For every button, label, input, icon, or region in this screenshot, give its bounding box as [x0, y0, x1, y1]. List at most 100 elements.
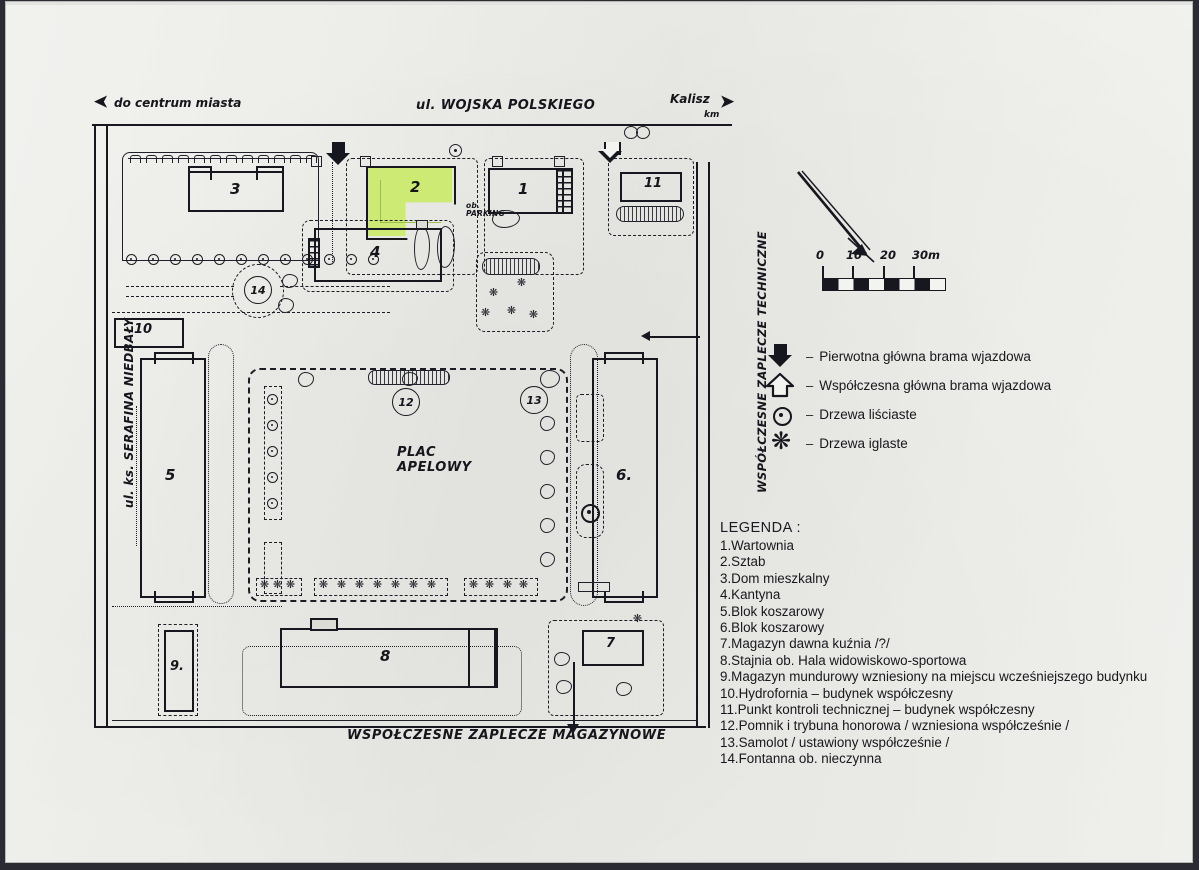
legend-item-14: 14.Fontanna ob. nieczynna: [720, 751, 882, 767]
pointer-line-right: [648, 336, 700, 338]
building-5-plot: [208, 344, 234, 604]
scale-tick-mark: [852, 266, 854, 283]
coniferous-tree-icon: ❋: [318, 579, 329, 591]
building-3-wing-right: [256, 166, 284, 180]
building-9-number: 9.: [170, 659, 184, 674]
coniferous-tree-icon: ❋: [502, 579, 513, 591]
building-1-number: 1: [518, 180, 529, 198]
legend-item-11: 11.Punkt kontroli technicznej – budynek …: [720, 702, 1035, 718]
shrub-icon: [554, 652, 570, 666]
legend-item-8: 8.Stajnia ob. Hala widowiskowo-sportowa: [720, 652, 967, 668]
legend-item-1: 1.Wartownia: [720, 538, 794, 553]
plaza-south-plot-center: [314, 578, 448, 596]
legend-item-5: 5.Blok koszarowy: [720, 603, 825, 619]
building-4-plot: [302, 220, 454, 292]
symbol-dash: –: [806, 407, 814, 422]
road-dotted-vertical-main: [332, 162, 334, 262]
building-6-plot: [570, 344, 598, 606]
coniferous-tree-icon: ❋: [480, 307, 491, 319]
building-2-courtyard-line: [380, 180, 441, 223]
road-dashed-boundary-lower: [112, 312, 390, 314]
tree-pair-icon: [636, 126, 650, 139]
plot-2-boundary: [346, 158, 478, 275]
legend-item-3: 3.Dom mieszkalny: [720, 570, 830, 586]
building-6-tree-marker-icon: [581, 504, 600, 523]
shrub-icon: [492, 210, 520, 228]
legend-title: LEGENDA :: [720, 520, 802, 536]
coniferous-tree-icon: ❋: [259, 579, 270, 591]
south-band-boundary: [112, 606, 282, 608]
building-6-bottom-annex: [578, 582, 610, 592]
building-8: [280, 628, 496, 688]
building-10: [114, 318, 184, 348]
label-parking-line2: PARKING: [466, 208, 505, 218]
roundabout-boundary: [232, 264, 284, 318]
pointer-line-bottom: [573, 662, 575, 728]
arrow-right-icon: ➤: [720, 92, 735, 111]
building-2-number: 2: [410, 178, 421, 196]
gate-post-right: [360, 156, 371, 167]
building-1-annex: [556, 168, 573, 214]
building-8-number: 8: [380, 647, 391, 665]
street-left-line-outer: [94, 124, 96, 728]
plaza-south-plot-left: [256, 578, 302, 596]
symbol-dash: –: [806, 378, 814, 393]
shrub-icon: [298, 372, 314, 387]
conifer-grove-plot: [476, 252, 554, 332]
building-7: [582, 630, 644, 666]
building-6-risalit-bottom: [604, 591, 644, 603]
symbol-label-deciduous: Drzewa liściaste: [819, 407, 917, 422]
label-zaplecze-magazynowe: WSPÓŁCZESNE ZAPLECZE MAGAZYNOWE: [347, 728, 667, 743]
coniferous-tree-icon: ❋: [506, 305, 517, 317]
deciduous-tree-icon: [764, 402, 806, 428]
coniferous-tree-icon: ❋: [771, 427, 792, 455]
coniferous-tree-icon: ❋: [632, 613, 643, 625]
coniferous-tree-icon: ❋: [390, 579, 401, 591]
symbol-dash: –: [806, 436, 814, 451]
building-11: [620, 172, 682, 202]
label-plac-line1: PLAC: [397, 445, 437, 460]
building-5-number: 5: [165, 466, 176, 484]
scale-tick-0: 0: [816, 248, 825, 262]
coniferous-tree-icon: ❋: [488, 287, 499, 299]
building-6: [592, 358, 658, 598]
coniferous-tree-icon: ❋: [354, 579, 365, 591]
hedge-icon: [616, 206, 684, 222]
coniferous-tree-icon: ❋: [285, 579, 296, 591]
gate-post-left: [311, 156, 322, 167]
label-plac-line2: APELOWY: [397, 459, 472, 475]
gate-post-east-b: [554, 156, 565, 167]
symbol-label-coniferous: Drzewa iglaste: [819, 436, 908, 451]
label-parking: ob. PARKING: [466, 202, 505, 218]
legend-item-4: 4.Kantyna: [720, 587, 781, 603]
building-4-annex-left: [308, 238, 320, 268]
scale-tick-mark: [883, 266, 885, 283]
scanned-page: ➤ do centrum miasta ul. WOJSKA POLSKIEGO…: [6, 2, 1192, 862]
legend-item-2: 2.Sztab: [720, 554, 766, 570]
coniferous-tree-icon: ❋: [468, 579, 479, 591]
arrow-left-icon: ➤: [94, 92, 109, 111]
scale-tick-mark: [913, 266, 915, 283]
street-left-line-inner: [106, 124, 108, 728]
building-3-wing-left: [188, 166, 212, 180]
building-7-plot: [548, 620, 664, 716]
hedge-icon: [482, 258, 540, 275]
coniferous-tree-icon: ❋: [408, 579, 419, 591]
legend-item-12: 12.Pomnik i trybuna honorowa / wzniesion…: [720, 718, 1070, 734]
symbol-row-coniferous: ❋ – Drzewa iglaste: [764, 427, 1094, 458]
symbol-label-original-gate: Pierwotna główna brama wjazdowa: [819, 349, 1031, 364]
street-right-line-inner: [708, 162, 710, 728]
coniferous-tree-icon: ❋: [516, 277, 527, 289]
coniferous-tree-icon: ❋: [272, 579, 283, 591]
building-6-yard-upper: [576, 394, 604, 442]
gate-original-arrow-icon: [326, 142, 350, 165]
gate-post-east-a: [492, 156, 503, 167]
marker-circle-small: [449, 144, 462, 157]
building-6-tree-marker-dot: [586, 509, 591, 514]
shrub-icon: [556, 680, 572, 694]
building-5: [140, 358, 206, 598]
legend-panel: LEGENDA : 1.Wartownia 2.Sztab 3.Dom mies…: [720, 520, 1190, 768]
road-dashed-east: [280, 286, 390, 288]
building-7-number: 7: [606, 636, 616, 651]
building-4-number: 4: [370, 243, 381, 261]
